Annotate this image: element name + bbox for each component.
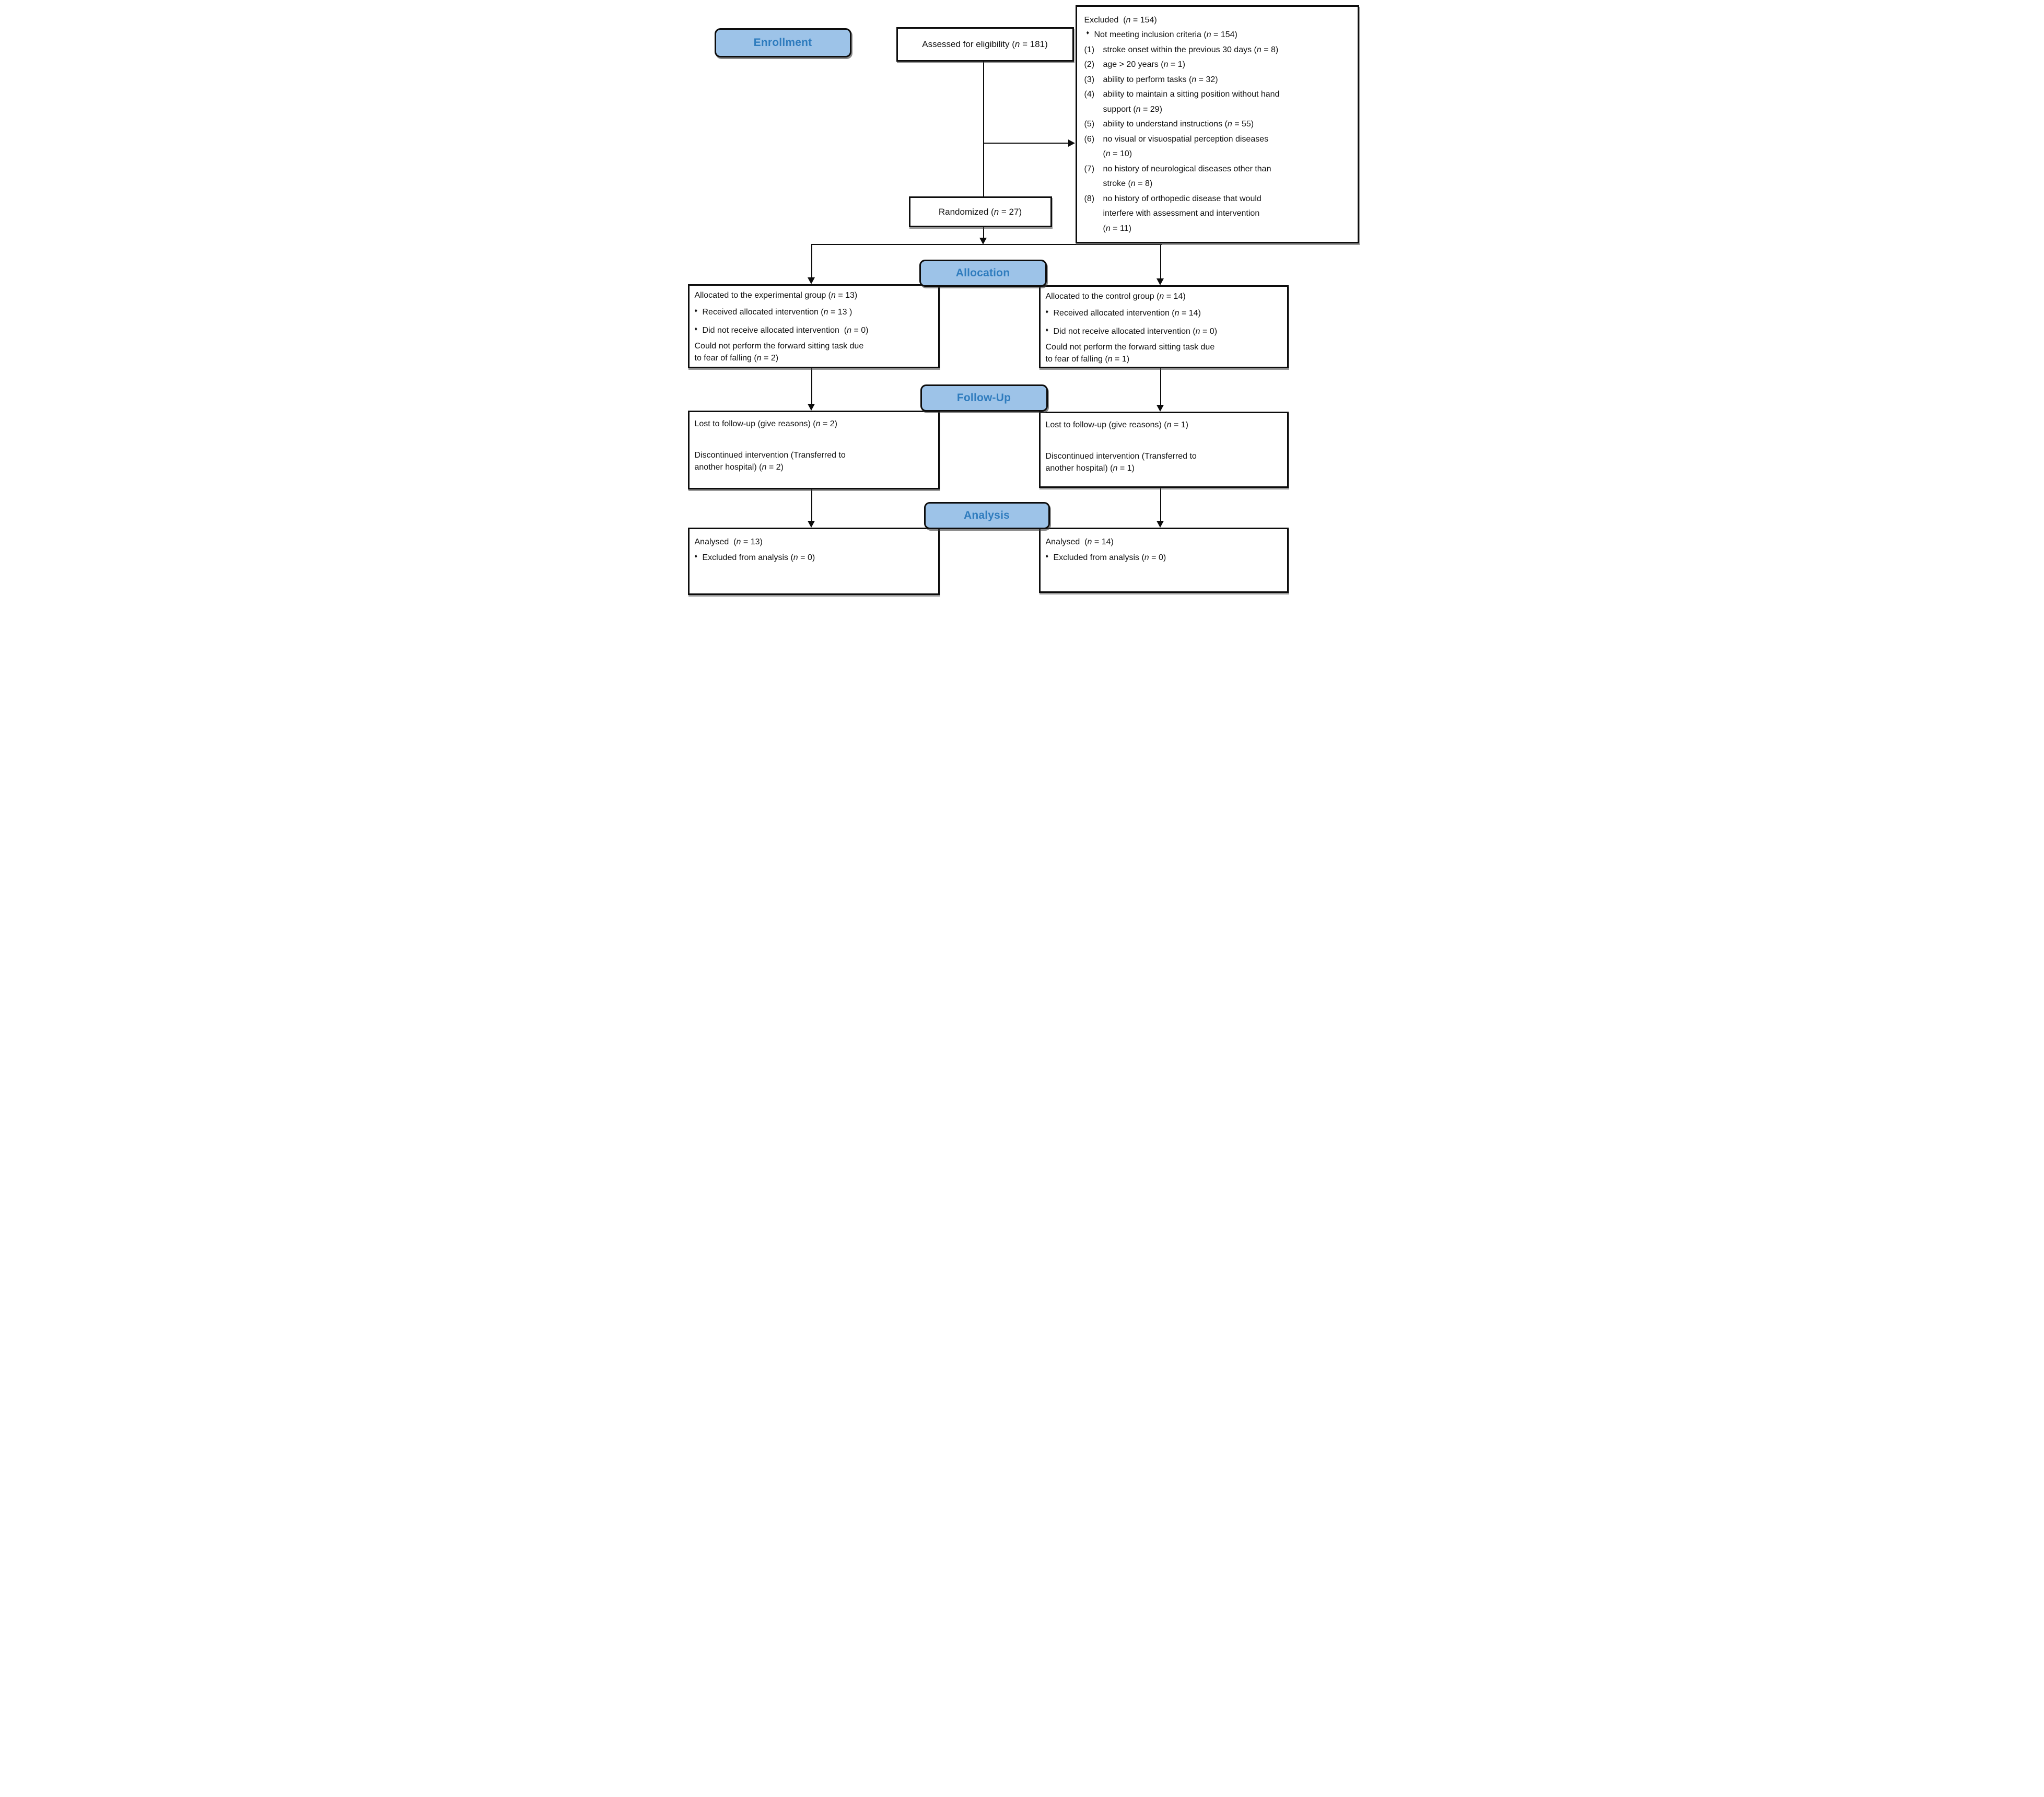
diamond-bullet-icon: ♦ [694,325,698,332]
followup-left-line1: Lost to follow-up (give reasons) (n = 2) [694,419,837,428]
excluded-item-6-text: no visual or visuospatial perception dis… [1103,134,1269,159]
allocation-right-bullet2-text: Did not receive allocated intervention (… [1053,326,1218,336]
arrowhead-analysis-right-icon [1156,521,1164,528]
diamond-bullet-icon: ♦ [694,308,698,314]
analysis-left-bullet1: ♦ Excluded from analysis (n = 0) [695,552,933,564]
followup-left-box: Lost to follow-up (give reasons) (n = 2)… [687,411,940,489]
allocation-right-box: Allocated to the control group (n = 14) … [1038,285,1289,368]
excluded-item-8-text: no history of orthopedic disease that wo… [1103,194,1262,233]
connector-followup-to-analysis-right [1160,488,1161,521]
excluded-item-2-num: (2) [1084,60,1095,69]
diamond-bullet-icon: ♦ [694,553,698,560]
excluded-item-3: (3) ability to perform tasks (n = 32) [1084,73,1352,87]
assessed-box: Assessed for eligibility (n = 181) [896,27,1074,62]
connector-randomized-to-branch [983,227,984,238]
stage-header-enrollment: Enrollment [714,28,851,57]
allocation-left-bullet2-text: Did not receive allocated intervention (… [702,325,869,335]
excluded-title: Excluded (n = 154) [1084,16,1157,25]
randomized-box: Randomized (n = 27) [908,196,1052,227]
excluded-box: Excluded (n = 154) ♦ Not meeting inclusi… [1075,5,1359,243]
excluded-item-8: (8) no history of orthopedic disease tha… [1084,192,1352,236]
excluded-item-1-text: stroke onset within the previous 30 days… [1103,45,1279,54]
allocation-right-bullet1-text: Received allocated intervention (n = 14) [1053,309,1201,318]
connector-alloc-to-followup-right [1160,368,1161,405]
stage-header-enrollment-label: Enrollment [753,37,812,49]
excluded-item-3-num: (3) [1084,75,1095,84]
excluded-item-2-text: age > 20 years (n = 1) [1103,60,1185,69]
allocation-right-bullet2: ♦ Did not receive allocated intervention… [1046,326,1282,337]
assessed-text: Assessed for eligibility (n = 181) [922,39,1048,50]
followup-right-box: Lost to follow-up (give reasons) (n = 1)… [1038,412,1289,488]
diamond-bullet-icon: ♦ [1086,30,1090,37]
arrowhead-branch-icon [979,238,987,244]
excluded-item-6-num: (6) [1084,134,1095,144]
excluded-item-8-num: (8) [1084,194,1095,203]
analysis-left-box: Analysed (n = 13) ♦ Excluded from analys… [687,528,940,595]
analysis-right-title: Analysed (n = 14) [1045,538,1114,546]
excluded-bullet-text: Not meeting inclusion criteria (n = 154) [1094,30,1237,40]
arrowhead-alloc-left-icon [807,277,815,284]
excluded-item-3-text: ability to perform tasks (n = 32) [1103,75,1218,84]
arrowhead-alloc-right-icon [1156,278,1164,285]
connector-followup-to-analysis-left [811,489,812,521]
arrowhead-followup-left-icon [807,404,815,411]
followup-right-line2: Discontinued intervention (Transferred t… [1045,452,1197,473]
excluded-bullet-line: ♦ Not meeting inclusion criteria (n = 15… [1084,28,1352,42]
connector-alloc-to-followup-left [811,368,812,404]
allocation-left-box: Allocated to the experimental group (n =… [687,284,940,368]
excluded-item-4-text: ability to maintain a sitting position w… [1103,90,1280,114]
stage-header-analysis: Analysis [924,502,1050,529]
excluded-item-4: (4) ability to maintain a sitting positi… [1084,87,1352,117]
excluded-item-5: (5) ability to understand instructions (… [1084,117,1352,132]
spacer [695,430,933,450]
excluded-item-5-text: ability to understand instructions (n = … [1103,120,1254,129]
arrowhead-excluded-icon [1068,139,1075,147]
allocation-right-bullet1: ♦ Received allocated intervention (n = 1… [1046,308,1282,319]
diamond-bullet-icon: ♦ [1045,326,1049,333]
followup-left-line2: Discontinued intervention (Transferred t… [694,451,846,472]
analysis-left-bullet1-text: Excluded from analysis (n = 0) [702,553,815,563]
allocation-right-note: Could not perform the forward sitting ta… [1045,343,1215,364]
analysis-right-bullet1-text: Excluded from analysis (n = 0) [1053,553,1166,563]
allocation-left-title: Allocated to the experimental group (n =… [694,291,858,300]
excluded-item-7-num: (7) [1084,164,1095,173]
excluded-item-5-num: (5) [1084,120,1095,129]
analysis-left-title: Analysed (n = 13) [694,538,763,546]
excluded-item-4-num: (4) [1084,90,1095,99]
allocation-left-note: Could not perform the forward sitting ta… [694,342,864,363]
excluded-item-6: (6) no visual or visuospatial perception… [1084,132,1352,162]
arrowhead-analysis-left-icon [807,521,815,528]
branch-line [811,244,1162,245]
excluded-item-1-num: (1) [1084,45,1095,54]
randomized-text: Randomized (n = 27) [938,206,1022,217]
diamond-bullet-icon: ♦ [1045,553,1049,560]
allocation-right-title: Allocated to the control group (n = 14) [1045,292,1186,301]
stage-header-followup-label: Follow-Up [956,392,1011,404]
followup-right-line1: Lost to follow-up (give reasons) (n = 1) [1045,421,1188,429]
excluded-item-2: (2) age > 20 years (n = 1) [1084,57,1352,72]
stage-header-followup: Follow-Up [920,384,1048,412]
consort-flow-diagram: Enrollment Allocation Follow-Up Analysis… [681,0,1363,599]
analysis-right-bullet1: ♦ Excluded from analysis (n = 0) [1046,552,1282,564]
excluded-item-1: (1) stroke onset within the previous 30 … [1084,43,1352,57]
connector-assessed-to-randomized [983,62,984,196]
connector-branch-left [811,244,812,277]
connector-branch-right [1160,244,1161,278]
excluded-item-7-text: no history of neurological diseases othe… [1103,164,1271,189]
allocation-left-bullet2: ♦ Did not receive allocated intervention… [695,325,933,336]
spacer [1046,431,1282,451]
connector-to-excluded [983,143,1068,144]
allocation-left-bullet1-text: Received allocated intervention (n = 13 … [702,308,852,317]
excluded-item-7: (7) no history of neurological diseases … [1084,162,1352,192]
allocation-left-bullet1: ♦ Received allocated intervention (n = 1… [695,307,933,318]
stage-header-allocation: Allocation [919,260,1047,287]
diamond-bullet-icon: ♦ [1045,309,1049,316]
analysis-right-box: Analysed (n = 14) ♦ Excluded from analys… [1038,528,1289,593]
stage-header-analysis-label: Analysis [964,509,1010,521]
arrowhead-followup-right-icon [1156,405,1164,412]
stage-header-allocation-label: Allocation [955,267,1010,279]
